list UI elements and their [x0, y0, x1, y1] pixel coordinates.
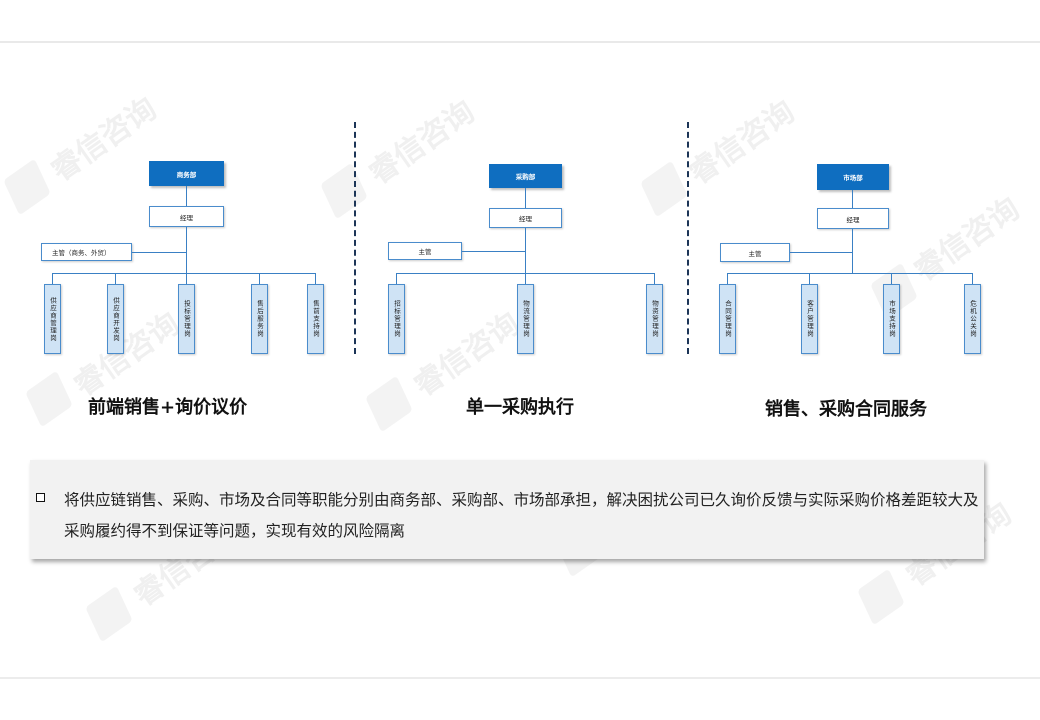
supervisor-box: 主管（商务、外贸）: [41, 243, 132, 261]
top-rule: [0, 41, 1040, 43]
manager-box: 经理: [817, 208, 889, 229]
connector: [891, 273, 892, 284]
position-box: 物资管理岗: [646, 284, 663, 354]
connector: [972, 273, 973, 284]
position-box: 招标管理岗: [388, 284, 405, 354]
watermark-logo-icon: [3, 158, 51, 216]
connector: [525, 228, 526, 284]
watermark-text: 睿信咨询: [44, 91, 164, 189]
connector: [186, 273, 187, 284]
watermark-logo-icon: [365, 375, 413, 433]
watermark-text: 睿信咨询: [682, 94, 802, 192]
connector: [462, 251, 525, 252]
position-box: 危机公关岗: [964, 284, 981, 354]
chart-caption: 销售、采购合同服务: [765, 399, 927, 420]
position-box: 供应商开发岗: [107, 284, 124, 354]
watermark-logo-icon: [85, 585, 133, 643]
connector: [525, 188, 526, 208]
chart-caption: 前端销售+询价议价: [88, 397, 248, 418]
section-divider: [687, 122, 689, 354]
manager-box: 经理: [149, 206, 224, 227]
connector: [809, 273, 810, 284]
connector: [52, 273, 53, 284]
position-box: 投标管理岗: [178, 284, 195, 354]
watermark-text: 睿信咨询: [407, 306, 527, 404]
chart-caption: 单一采购执行: [466, 397, 574, 418]
connector: [186, 227, 187, 273]
connector: [727, 273, 728, 284]
connector: [52, 273, 316, 274]
watermark-logo-icon: [640, 160, 688, 218]
dept-box: 商务部: [149, 161, 224, 186]
manager-box: 经理: [489, 208, 562, 228]
summary-text: 将供应链销售、采购、市场及合同等职能分别由商务部、采购部、市场部承担，解决困扰公…: [64, 491, 979, 540]
dept-box: 市场部: [817, 164, 889, 190]
watermark-logo-icon: [25, 370, 73, 428]
connector: [852, 190, 853, 208]
position-box: 售前支持岗: [307, 284, 324, 354]
watermark-text: 睿信咨询: [362, 94, 482, 192]
connector: [186, 186, 187, 206]
bottom-rule: [0, 677, 1040, 679]
position-box: 合同管理岗: [719, 284, 736, 354]
connector: [790, 252, 852, 253]
summary-note: 将供应链销售、采购、市场及合同等职能分别由商务部、采购部、市场部承担，解决困扰公…: [30, 460, 984, 559]
connector: [315, 273, 316, 284]
dept-box: 采购部: [489, 164, 562, 188]
supervisor-box: 主管: [388, 242, 462, 260]
position-box: 售后服务岗: [251, 284, 268, 354]
square-bullet-icon: [36, 493, 45, 502]
position-box: 物流管理岗: [517, 284, 534, 354]
watermark-logo-icon: [857, 568, 905, 626]
connector: [396, 273, 655, 274]
position-box: 客户管理岗: [801, 284, 818, 354]
connector: [852, 229, 853, 273]
connector: [132, 252, 186, 253]
position-box: 市场支持岗: [883, 284, 900, 354]
connector: [654, 273, 655, 284]
connector: [115, 273, 116, 284]
connector: [727, 273, 973, 274]
supervisor-box: 主管: [720, 243, 790, 262]
position-box: 供应商管理岗: [44, 284, 61, 354]
watermark-text: 睿信咨询: [67, 306, 187, 404]
section-divider: [354, 122, 356, 354]
connector: [259, 273, 260, 284]
connector: [396, 273, 397, 284]
watermark-logo-icon: [320, 162, 368, 220]
